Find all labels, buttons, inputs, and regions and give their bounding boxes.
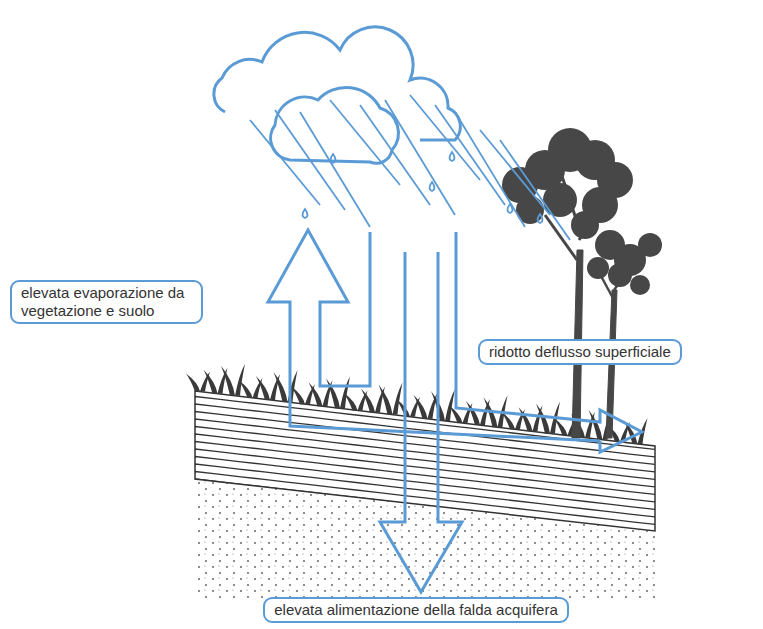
label-box: elevata evaporazione da vegetazione e su… xyxy=(10,280,203,324)
trees xyxy=(502,128,662,438)
rain-streak xyxy=(500,140,570,240)
label-text: elevata evaporazione da vegetazione e su… xyxy=(21,284,192,320)
leaf-cluster xyxy=(608,263,632,287)
label-box: elevata alimentazione della falda acquif… xyxy=(263,597,569,623)
rain-streak xyxy=(480,130,550,215)
raindrop xyxy=(538,214,543,223)
raindrop xyxy=(331,154,336,163)
leaf-cluster xyxy=(587,257,609,279)
raindrop xyxy=(508,204,513,213)
label-text: ridotto deflusso superficiale xyxy=(489,343,671,361)
rain-streak xyxy=(455,112,525,227)
recharge-arrow xyxy=(380,252,462,592)
leaf-cluster xyxy=(571,211,599,239)
raindrop xyxy=(450,152,455,161)
cloud xyxy=(214,27,460,163)
rain-streak xyxy=(250,120,320,205)
grass-blade xyxy=(326,376,350,408)
raindrop xyxy=(430,182,435,191)
leaf-cluster xyxy=(630,275,650,295)
grass-blade xyxy=(221,364,245,396)
water-flow-arrows xyxy=(268,230,642,592)
label-text: elevata alimentazione della falda acquif… xyxy=(274,601,558,619)
rain xyxy=(250,95,570,240)
rain-streak xyxy=(275,110,345,210)
label-box: ridotto deflusso superficiale xyxy=(478,339,682,365)
rain-streak xyxy=(300,112,370,227)
leaf-cluster xyxy=(638,233,662,257)
grass-blade xyxy=(379,383,403,415)
raindrop xyxy=(303,209,308,218)
grass-blade xyxy=(274,370,298,402)
rain-streak xyxy=(435,105,505,205)
